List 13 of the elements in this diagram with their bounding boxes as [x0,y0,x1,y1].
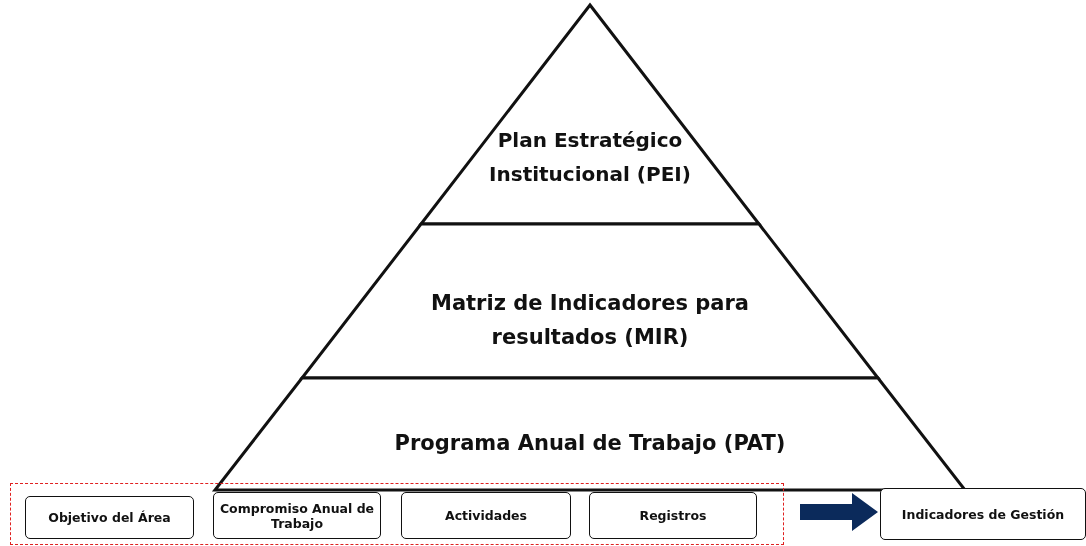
level-label: Plan Estratégico Institucional (PEI) [488,127,692,188]
level-label: Matriz de Indicadores para resultados (MIR) [430,290,750,351]
pyramid-level [215,378,965,490]
block-arrow [800,493,878,531]
level-label: Programa Anual de Trabajo (PAT) [393,430,787,457]
process-box: Compromiso Anual de Trabajo [213,492,381,539]
process-box: Objetivo del Área [25,496,194,539]
dashed-group-box [10,483,784,545]
process-box: Indicadores de Gestión [880,488,1086,540]
process-box: Registros [589,492,757,539]
pyramid-level [421,5,759,224]
pyramid-level [302,224,878,378]
process-box: Actividades [401,492,571,539]
